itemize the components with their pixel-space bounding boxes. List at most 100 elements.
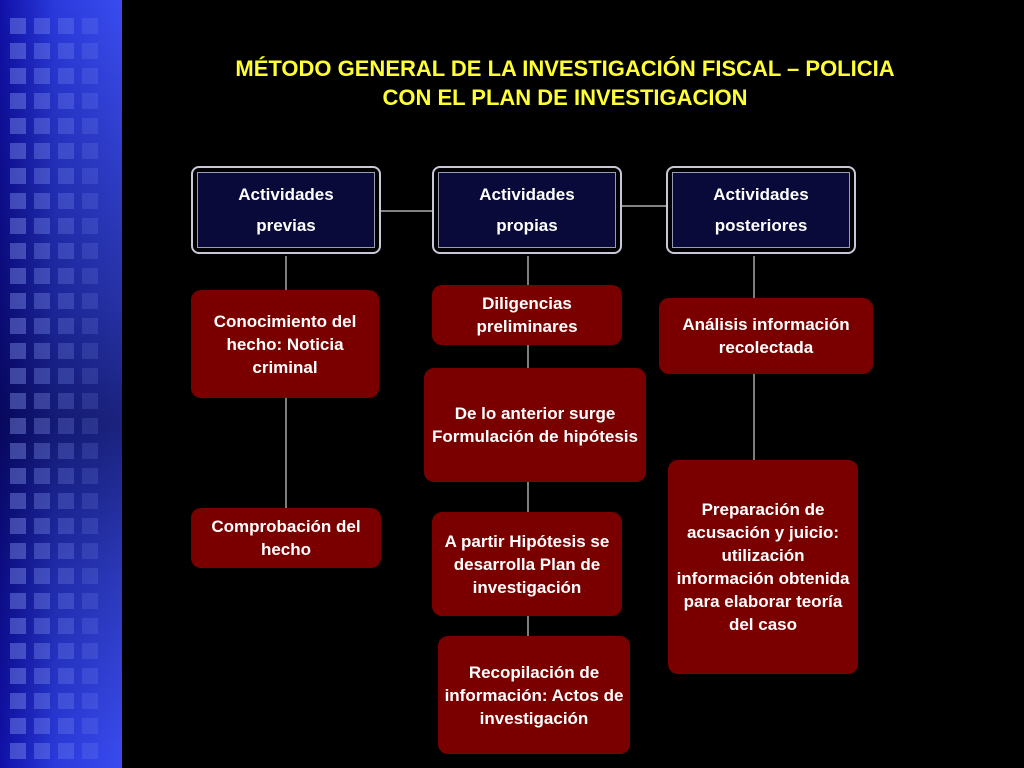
band-square (10, 318, 26, 334)
band-square (82, 693, 98, 709)
band-square (58, 343, 74, 359)
band-square (34, 743, 50, 759)
header-inner: Actividades posteriores (672, 172, 850, 248)
band-square (10, 268, 26, 284)
band-square (82, 418, 98, 434)
band-square (58, 93, 74, 109)
band-square (10, 518, 26, 534)
band-square (10, 668, 26, 684)
band-square (58, 143, 74, 159)
band-square (34, 693, 50, 709)
band-square (82, 443, 98, 459)
header-label-line1: Actividades (479, 184, 575, 204)
band-square (10, 168, 26, 184)
band-square (58, 118, 74, 134)
band-square (10, 18, 26, 34)
band-square (58, 268, 74, 284)
band-square (58, 418, 74, 434)
band-square (34, 68, 50, 84)
band-square (82, 193, 98, 209)
left-decorative-band (0, 0, 122, 768)
band-square (82, 368, 98, 384)
band-square (34, 293, 50, 309)
band-square (10, 93, 26, 109)
band-square (82, 68, 98, 84)
band-square (82, 43, 98, 59)
band-square (58, 743, 74, 759)
band-square (10, 468, 26, 484)
band-square (10, 543, 26, 559)
band-square (58, 193, 74, 209)
step-plan-de-investigacion: A partir Hipótesis se desarrolla Plan de… (432, 512, 622, 616)
band-square (34, 593, 50, 609)
header-inner: Actividades propias (438, 172, 616, 248)
band-square (10, 693, 26, 709)
header-inner: Actividades previas (197, 172, 375, 248)
step-formulacion-hipotesis: De lo anterior surge Formulación de hipó… (424, 368, 646, 482)
header-actividades-propias: Actividades propias (432, 166, 622, 254)
band-square (34, 418, 50, 434)
band-square (58, 718, 74, 734)
band-square (34, 493, 50, 509)
band-square (10, 118, 26, 134)
band-square (58, 493, 74, 509)
step-conocimiento-del-hecho: Conocimiento del hecho: Noticia criminal (191, 290, 379, 398)
band-square (34, 218, 50, 234)
band-square (34, 193, 50, 209)
band-square (82, 518, 98, 534)
band-square (10, 418, 26, 434)
step-analisis-informacion: Análisis información recolectada (659, 298, 873, 374)
band-square (10, 243, 26, 259)
band-square (82, 218, 98, 234)
band-square (82, 143, 98, 159)
header-label-line2: propias (496, 215, 558, 235)
band-square (10, 568, 26, 584)
band-square (58, 218, 74, 234)
band-square (10, 193, 26, 209)
band-square (34, 18, 50, 34)
band-square (34, 118, 50, 134)
band-square (82, 718, 98, 734)
band-square (82, 318, 98, 334)
band-square (82, 643, 98, 659)
band-square (34, 643, 50, 659)
band-square (82, 118, 98, 134)
band-square (58, 443, 74, 459)
band-square (10, 218, 26, 234)
band-square (34, 568, 50, 584)
band-square (82, 18, 98, 34)
band-square (82, 743, 98, 759)
title-line-1: MÉTODO GENERAL DE LA INVESTIGACIÓN FISCA… (235, 56, 895, 81)
band-square (34, 243, 50, 259)
slide-title: MÉTODO GENERAL DE LA INVESTIGACIÓN FISCA… (130, 54, 1000, 112)
band-square (58, 43, 74, 59)
band-square (34, 143, 50, 159)
band-square (10, 68, 26, 84)
band-square (58, 393, 74, 409)
step-comprobacion-del-hecho: Comprobación del hecho (191, 508, 381, 568)
band-square (58, 468, 74, 484)
step-preparacion-acusacion: Preparación de acusación y juicio: utili… (668, 460, 858, 674)
band-square (58, 518, 74, 534)
band-square (82, 168, 98, 184)
band-square (10, 493, 26, 509)
band-square (82, 543, 98, 559)
header-actividades-previas: Actividades previas (191, 166, 381, 254)
band-square (82, 343, 98, 359)
band-square (82, 93, 98, 109)
band-square (82, 468, 98, 484)
band-square (34, 668, 50, 684)
band-square (34, 343, 50, 359)
band-square (82, 268, 98, 284)
band-square (34, 468, 50, 484)
band-square (58, 168, 74, 184)
band-square (34, 618, 50, 634)
band-square (34, 443, 50, 459)
band-square (10, 293, 26, 309)
band-square (10, 593, 26, 609)
band-square (10, 43, 26, 59)
band-square (58, 593, 74, 609)
band-square (10, 343, 26, 359)
band-square (34, 43, 50, 59)
band-square (10, 718, 26, 734)
